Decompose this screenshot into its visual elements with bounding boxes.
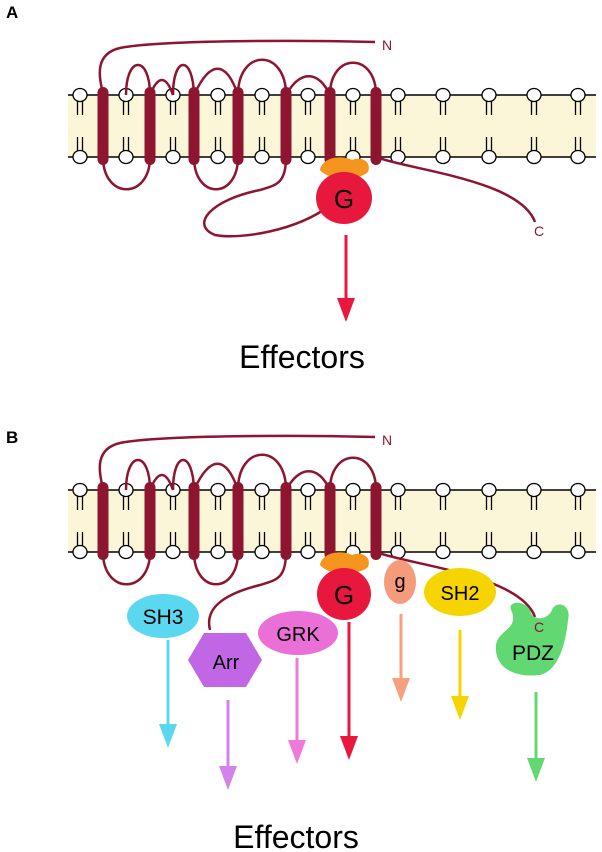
g-protein-cap-b — [320, 552, 369, 574]
lipid — [526, 87, 542, 165]
transmembrane-helix — [188, 482, 200, 560]
lipid-bilayer-a — [72, 87, 586, 165]
pdz-arrow-head — [527, 758, 545, 782]
transmembrane-helix — [97, 87, 109, 165]
receptor-loop-b2 — [192, 462, 240, 491]
transmembrane-helix — [324, 482, 336, 560]
g-protein-a: G — [316, 157, 372, 224]
panel-a-letter: A — [6, 3, 18, 22]
effectors-label-a: Effectors — [239, 339, 365, 375]
g-protein-label-b: G — [334, 580, 354, 610]
sh3-protein: SH3 — [127, 594, 199, 748]
transmembrane-helix — [97, 482, 109, 560]
lipid — [210, 482, 226, 560]
transmembrane-helix — [144, 87, 156, 165]
lipid — [254, 87, 270, 165]
g-arrow-head-b — [340, 736, 358, 760]
pdz-protein: PDZ — [495, 602, 569, 782]
transmembrane-helices-b — [97, 482, 382, 560]
lipid — [300, 482, 316, 560]
panel-a: A N C G Effectors — [6, 3, 596, 375]
c-terminus-label-b: C — [534, 619, 544, 635]
transmembrane-helix — [232, 482, 244, 560]
transmembrane-helices-a — [97, 87, 382, 165]
lipid — [570, 87, 586, 165]
transmembrane-helix — [280, 87, 292, 165]
lipid — [435, 482, 451, 560]
lipid — [570, 482, 586, 560]
transmembrane-helix — [280, 482, 292, 560]
lipid — [72, 87, 88, 165]
transmembrane-helix — [188, 87, 200, 165]
sh3-label: SH3 — [143, 606, 184, 629]
g-effector-arrow-a — [337, 235, 355, 322]
arrestin-protein: Arr — [188, 633, 262, 790]
g-small-arrow-head — [392, 678, 410, 702]
lipid — [481, 87, 497, 165]
g-small-protein: g — [384, 560, 416, 702]
lipid — [435, 87, 451, 165]
g-protein-b: G — [317, 552, 371, 760]
panel-b-letter: B — [6, 428, 18, 447]
grk-label: GRK — [276, 624, 320, 646]
grk-protein: GRK — [258, 611, 338, 764]
sh2-protein: SH2 — [424, 568, 496, 720]
g-small-label: g — [394, 571, 405, 593]
sh3-arrow-head — [159, 724, 177, 748]
n-terminus-label-a: N — [382, 37, 392, 53]
transmembrane-helix — [370, 87, 382, 165]
effectors-label-b: Effectors — [233, 819, 359, 852]
lipid — [481, 482, 497, 560]
lipid — [390, 482, 406, 560]
lipid — [254, 482, 270, 560]
transmembrane-helix — [370, 482, 382, 560]
lipid — [300, 87, 316, 165]
g-protein-a-body — [316, 172, 372, 224]
g-protein-label-a: G — [334, 184, 354, 214]
panel-b: B N SH3 Arr GRK — [6, 428, 596, 852]
arrestin-label: Arr — [213, 652, 240, 674]
c-terminus-label-a: C — [534, 223, 544, 239]
lipid — [165, 87, 181, 165]
n-terminus-label-b: N — [382, 432, 392, 448]
lipid — [390, 87, 406, 165]
lipid — [72, 482, 88, 560]
grk-arrow-head — [288, 740, 306, 764]
transmembrane-helix — [232, 87, 244, 165]
arrestin-arrow-head — [219, 766, 237, 790]
sh2-arrow-head — [451, 696, 469, 720]
sh2-label: SH2 — [441, 583, 480, 605]
g-protein-b-body — [317, 568, 371, 620]
lipid — [526, 482, 542, 560]
transmembrane-helix — [324, 87, 336, 165]
receptor-loop-a2 — [192, 67, 240, 96]
lipid — [210, 87, 226, 165]
pdz-label: PDZ — [512, 642, 554, 665]
transmembrane-helix — [144, 482, 156, 560]
receptor-chain-a — [98, 39, 537, 238]
g-protein-cap-a — [320, 157, 369, 179]
